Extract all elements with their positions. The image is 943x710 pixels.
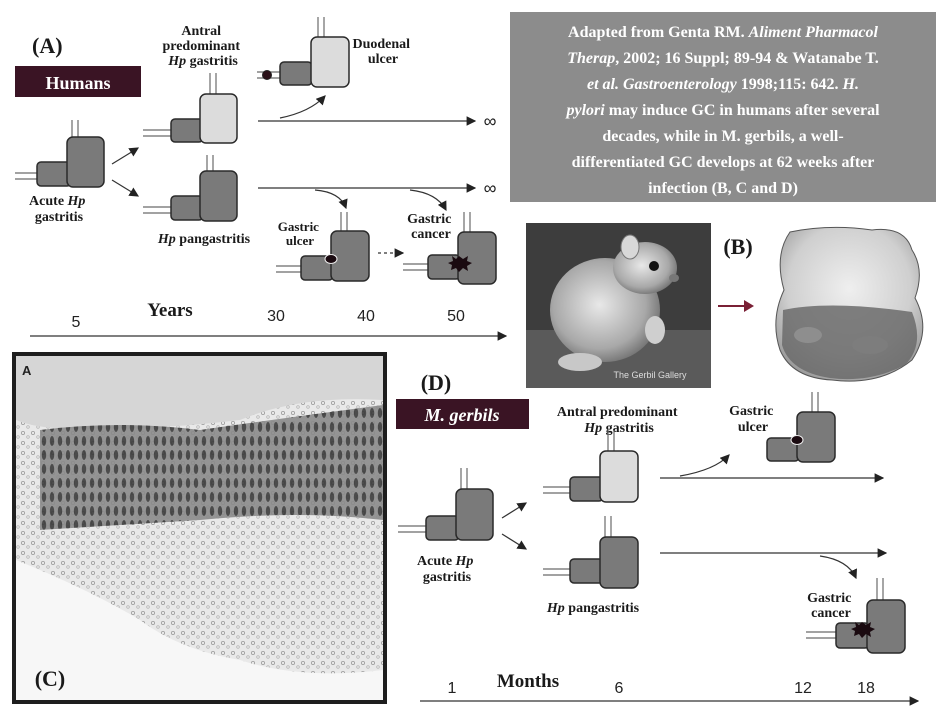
gastric-cancer-label-gerbils: Gastric cancer	[807, 591, 855, 621]
svg-text:infection (B, C and D): infection (B, C and D)	[648, 180, 798, 197]
tumor-specimen-photo	[760, 218, 940, 390]
infinity-bottom: ∞	[484, 178, 497, 198]
panel-a-letter: (A)	[32, 33, 63, 58]
photo-caption: The Gerbil Gallery	[613, 370, 687, 380]
svg-text:decades, while in M. gerbils,: decades, while in M. gerbils, a well-	[602, 128, 843, 145]
gastric-ulcer-label-humans: Gastric ulcer	[278, 219, 322, 248]
gerbils-label: M. gerbils	[423, 405, 499, 425]
years-tick-5: 5	[72, 314, 81, 331]
humans-label: Humans	[45, 73, 110, 93]
stomach-acute-humans	[15, 120, 104, 187]
years-tick-30: 30	[267, 308, 285, 325]
stomach-gastric-ulcer-gerbils	[767, 392, 835, 462]
stomach-acute-gerbils	[398, 468, 493, 540]
years-axis-title: Years	[147, 300, 192, 321]
pangastritis-label-gerbils: Hp pangastritis	[546, 601, 640, 616]
months-tick-6: 6	[615, 680, 624, 697]
years-tick-50: 50	[447, 308, 465, 325]
months-axis-title: Months	[497, 671, 559, 692]
arrow-acute-to-antral-gerbils	[502, 503, 526, 518]
months-tick-12: 12	[794, 680, 812, 697]
acute-gastritis-gerbils: Acute Hp gastritis	[417, 554, 477, 585]
arrow-to-gastric-cancer	[410, 190, 446, 210]
panel-b-letter: (B)	[723, 234, 752, 259]
stomach-duodenal-ulcer	[257, 17, 349, 87]
stomach-pangastritis-humans	[143, 155, 237, 221]
histology-image: A	[12, 352, 387, 704]
svg-text:Adapted from Genta RM. Aliment: Adapted from Genta RM. Aliment Pharmacol	[568, 24, 878, 41]
duodenal-ulcer-label: Duodenal ulcer	[352, 37, 413, 67]
arrow-to-duodenal-ulcer	[280, 96, 325, 118]
antral-gastritis-humans: Antral predominant Hp gastritis	[162, 24, 243, 69]
svg-text:pylori may induce GC in humans: pylori may induce GC in humans after sev…	[564, 102, 880, 119]
arrow-acute-to-antral	[112, 148, 138, 164]
gerbil-photo: The Gerbil Gallery	[526, 223, 711, 388]
stomach-pangastritis-gerbils	[543, 516, 638, 588]
svg-text:Therap, 2002; 16 Suppl; 89-94: Therap, 2002; 16 Suppl; 89-94 & Watanabe…	[567, 50, 879, 67]
arrow-to-gastric-ulcer-gerbils	[680, 455, 729, 476]
histology-corner-letter: A	[22, 363, 32, 378]
months-tick-1: 1	[448, 680, 457, 697]
acute-gastritis-humans: Acute Hp gastritis	[29, 194, 89, 225]
arrow-acute-to-pangastritis	[112, 180, 138, 196]
stomach-antral-humans	[143, 73, 237, 143]
arrow-acute-to-pangastritis-gerbils	[502, 534, 526, 549]
years-tick-40: 40	[357, 308, 375, 325]
panel-c-letter: (C)	[35, 666, 66, 691]
antral-gastritis-gerbils: Antral predominant Hp gastritis	[557, 405, 681, 436]
panel-d-letter: (D)	[421, 370, 452, 395]
arrow-to-gastric-ulcer	[315, 190, 346, 208]
transition-arrowhead	[744, 300, 754, 312]
svg-text:et al. Gastroenterology 1998;1: et al. Gastroenterology 1998;115: 642. H…	[587, 76, 859, 93]
svg-text:differentiated GC develops at: differentiated GC develops at 62 weeks a…	[572, 154, 875, 171]
months-tick-18: 18	[857, 680, 875, 697]
arrow-to-gastric-cancer-gerbils	[820, 556, 856, 578]
gastric-cancer-label-humans: Gastric cancer	[407, 212, 455, 242]
infinity-top: ∞	[484, 111, 497, 131]
gastric-ulcer-label-gerbils: Gastric ulcer	[729, 404, 777, 435]
stomach-antral-gerbils	[543, 430, 638, 502]
pangastritis-label-humans: Hp pangastritis	[157, 232, 251, 247]
